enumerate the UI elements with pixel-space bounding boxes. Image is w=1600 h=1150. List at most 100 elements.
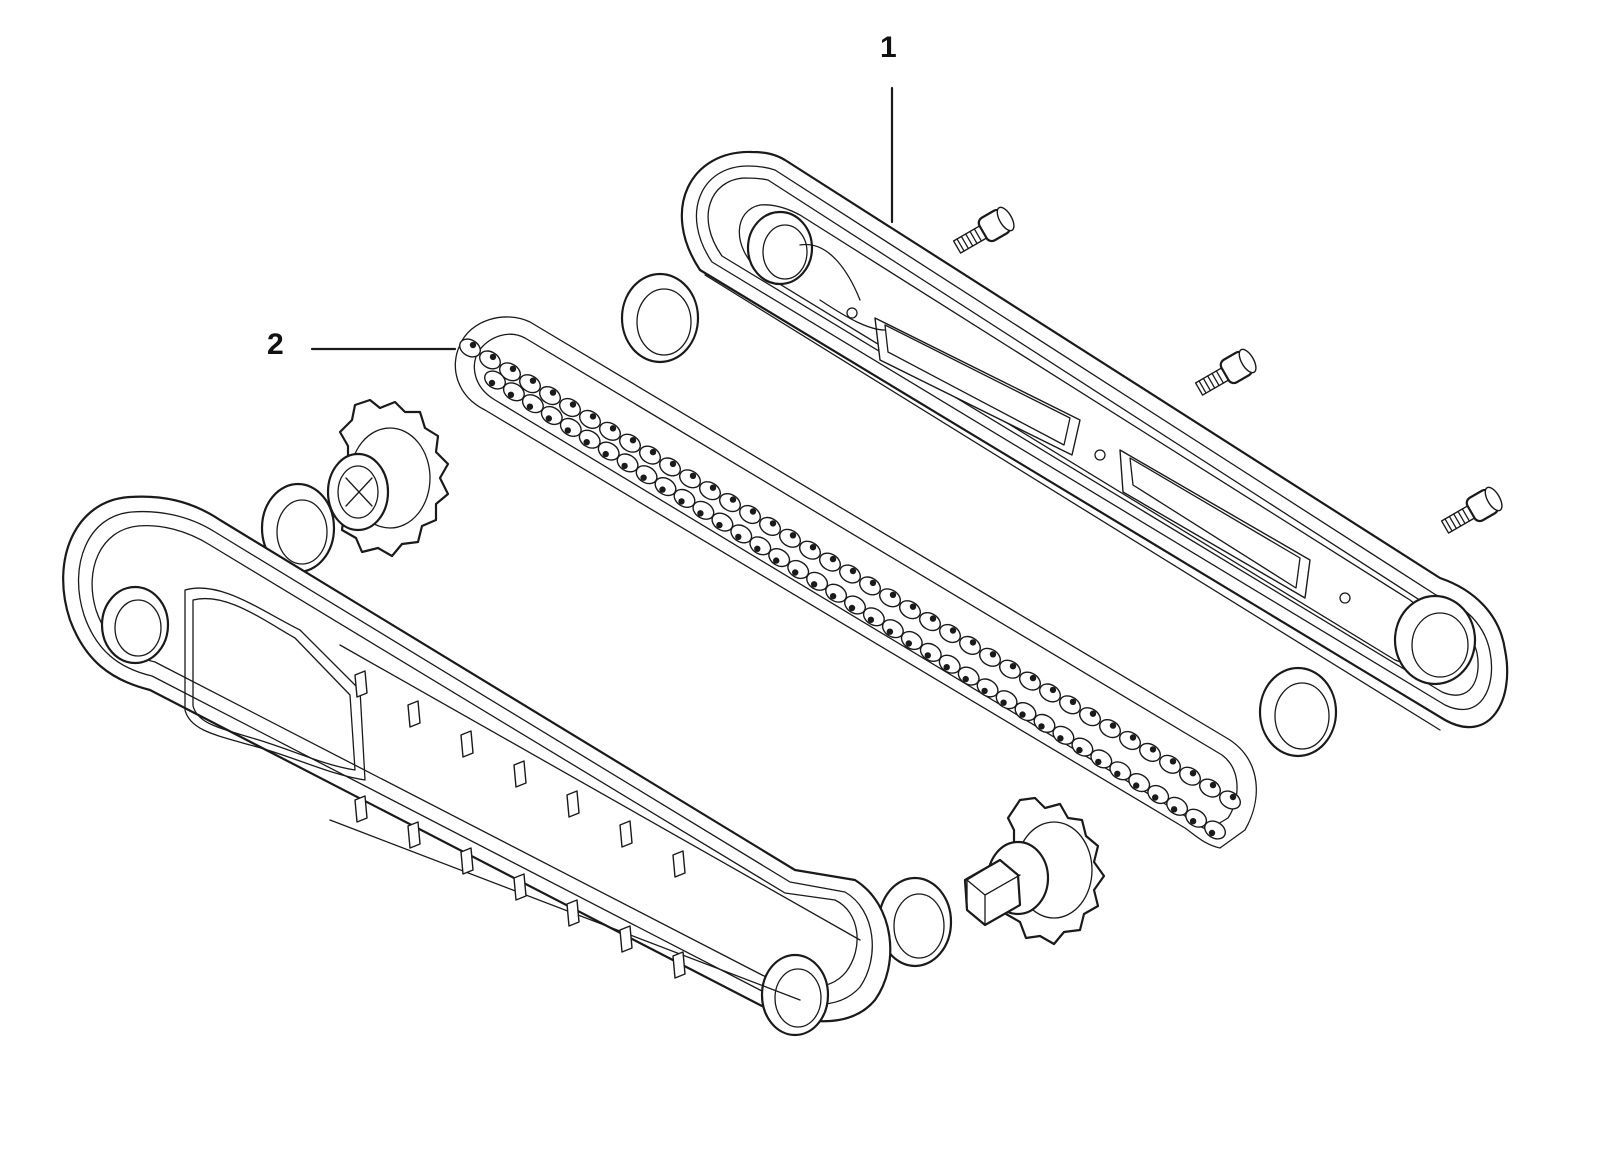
chain-pin (848, 604, 856, 612)
chain-pin (773, 557, 780, 564)
chain-pin (849, 567, 857, 575)
chain-pin (716, 521, 723, 529)
chain-pin (659, 486, 666, 493)
chain-pin (564, 427, 571, 434)
chain-pin (829, 555, 837, 563)
callout-label-1: 1 (880, 31, 897, 64)
chain-pin (969, 639, 977, 646)
crank-slots-upper (354, 670, 686, 878)
chain-pin (735, 533, 742, 541)
chain-pin (1038, 723, 1045, 730)
bolt-3 (1440, 486, 1503, 534)
chain-pin (943, 664, 950, 671)
crank-slot (460, 847, 474, 875)
crank-slot (354, 795, 368, 823)
chain-pin (1129, 734, 1137, 741)
bolt-1 (952, 206, 1015, 254)
chain-pin (1209, 781, 1217, 789)
chain-pin (886, 628, 894, 635)
chain-pin (488, 379, 496, 387)
crank-slot (672, 850, 686, 878)
chain-pin (621, 462, 628, 470)
ring-upper-left (620, 272, 700, 364)
chain-pin (1229, 793, 1237, 801)
chain-pin (489, 353, 497, 361)
chain-pin (1169, 758, 1177, 765)
chain-pin (905, 640, 912, 647)
chain-pin (867, 616, 875, 623)
chain-pin (1114, 770, 1121, 777)
chain-pin (609, 425, 617, 432)
chain-pin (929, 615, 937, 622)
chain-pin (689, 472, 697, 479)
chain-pin (869, 579, 877, 587)
chain-pin (1009, 663, 1017, 670)
chain-pin (469, 341, 477, 349)
callout-label-2: 2 (267, 328, 284, 361)
chain-pin (809, 544, 817, 551)
chain-pin (962, 675, 969, 683)
chain-pin (889, 591, 897, 598)
crank-slot (672, 951, 686, 979)
bolt-2 (1194, 348, 1257, 396)
chain-pin (1095, 758, 1102, 766)
chain-pin (1208, 829, 1216, 837)
crank-slot (407, 700, 421, 728)
chain-pin (507, 391, 515, 398)
chain-pin (1189, 818, 1197, 825)
ring-upper-right (1258, 666, 1338, 758)
sprocket-left (326, 398, 450, 558)
crank-slots-lower (354, 795, 686, 979)
chain-pin (589, 413, 597, 420)
crank-arm-lower (62, 495, 892, 1037)
chain-pin (709, 484, 717, 491)
chain-pin (529, 377, 537, 384)
chain-part-2 (454, 316, 1257, 849)
chain-pin (697, 510, 704, 517)
chain-pin (989, 651, 997, 658)
chain-pin (545, 415, 552, 422)
chain-pin (640, 474, 647, 481)
chain-pin (789, 532, 797, 539)
chain-pin (1069, 698, 1077, 705)
chain-pin (583, 439, 590, 446)
chain-pin (981, 687, 988, 695)
chain-pin (549, 389, 557, 396)
crank-slot (566, 899, 580, 927)
chain-pin (509, 365, 517, 372)
chain-pin (924, 652, 931, 659)
chain-pin (1133, 782, 1140, 789)
chain-pin (1149, 746, 1157, 753)
chain-pin (1000, 699, 1007, 706)
crank-slot (566, 790, 580, 818)
sprocket-right (963, 796, 1106, 946)
chain-pin (1019, 711, 1026, 718)
chain-pin (909, 603, 917, 610)
chain-pin (729, 496, 737, 503)
chain-pin (829, 593, 837, 600)
cover-arm-part-1 (680, 150, 1509, 731)
chain-pin (649, 448, 657, 456)
chain-pin (629, 437, 637, 444)
chain-pin (526, 403, 534, 410)
chain-pin (1057, 735, 1064, 742)
chain-pin (769, 520, 777, 527)
chain-pin (1076, 746, 1083, 754)
crank-slot (513, 873, 527, 901)
crank-slot (513, 760, 527, 788)
chain-pin (1170, 806, 1178, 813)
chain-pin (1152, 794, 1159, 801)
chain-pin (1049, 686, 1057, 694)
chain-pin (602, 450, 609, 458)
chain-pin (1109, 722, 1117, 729)
chain-pin (1089, 710, 1097, 717)
chain-pin (749, 508, 757, 515)
chain-pin (569, 401, 577, 408)
crank-slot (460, 730, 474, 758)
chain-pin (1189, 770, 1197, 777)
chain-pin (678, 498, 685, 505)
crank-slot (354, 670, 368, 698)
chain-pin (754, 545, 761, 552)
